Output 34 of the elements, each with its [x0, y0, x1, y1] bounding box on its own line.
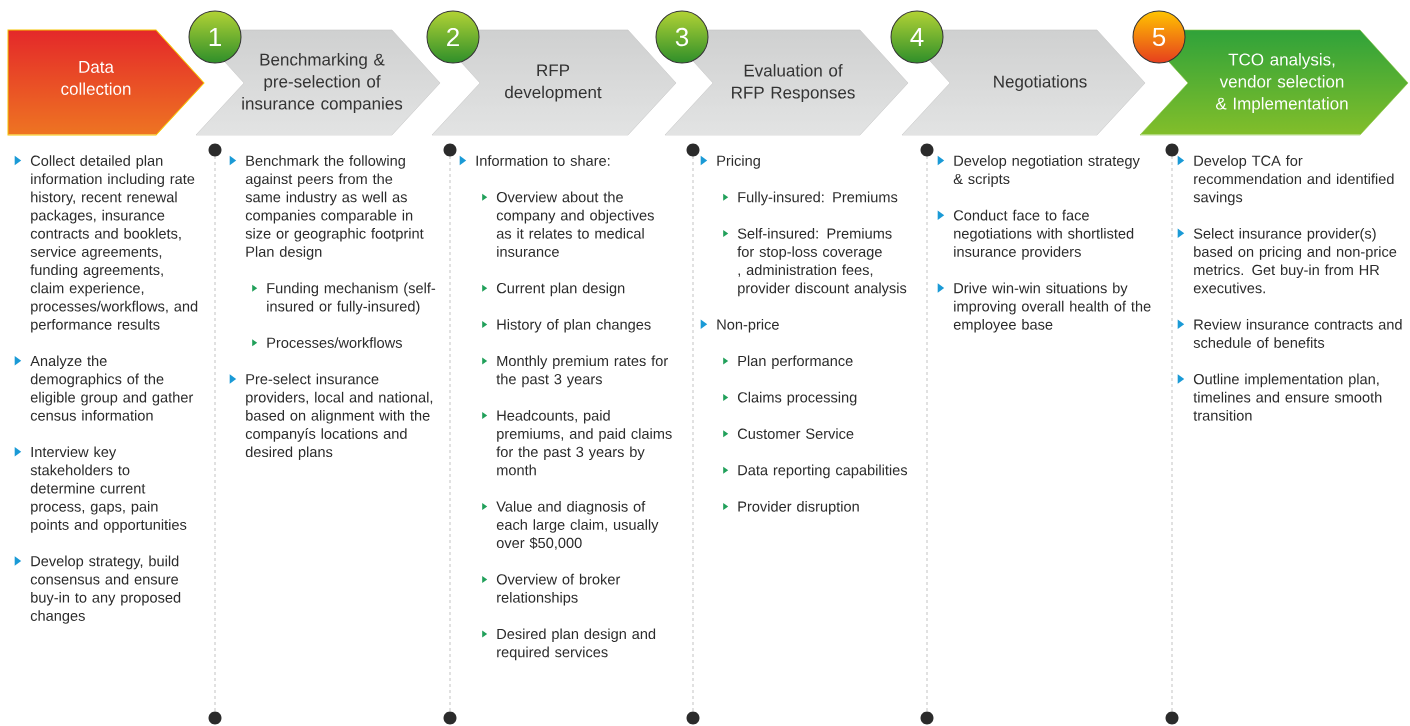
bullet-text: Non-price [717, 319, 779, 333]
bullet-text: Self-insured: Premiums for stop-loss coverage , administration fees, provider discount analysis [737, 228, 907, 297]
bullet-text: History of plan changes [497, 319, 651, 333]
bullet-text: Provider disruption [738, 501, 859, 515]
bullet-text: Current plan design [496, 282, 625, 297]
bullet-text: Outline implementation plan, timelines and ensure smooth transition [1193, 373, 1382, 421]
bullet-text: Pricing [717, 155, 760, 169]
bullet-text: Develop negotiation strategy & scripts [953, 155, 1140, 187]
bullet-text: Select insurance provider(s) based on pricing and non-price metrics. Get buy-in from HR executives. [1193, 228, 1397, 294]
bullet-text: Data reporting capabilities [738, 464, 908, 479]
bullet-text: Customer Service [737, 428, 854, 439]
bullet-text: Processes/workflows [267, 337, 402, 348]
bullet-text: Analyze the demographics of the eligible group and gather census information [30, 355, 194, 421]
bullet-text: Drive win-win situations by improving overall health of the employee base [953, 282, 1151, 333]
bullet-text: Fully-insured: Premiums [738, 191, 898, 206]
bullet-text: Value and diagnosis of each large claim, usually over $50,000 [496, 501, 659, 550]
bullet-text: Plan performance [738, 355, 853, 369]
bullet-text: Benchmark the following against peers from the same industry as well as companies comparable in size or geographic footprint Plan design [245, 155, 424, 260]
bullet-text: Monthly premium rates for the past 3 years [496, 355, 668, 388]
bullet-text: Interview key stakeholders to determine current process, gaps, pain points and opportunities [30, 446, 187, 533]
bullet-text: Headcounts, paid premiums, and paid claims for the past 3 years by month [496, 410, 672, 476]
bullet-text: Collect detailed plan information including rate history, recent renewal packages, insurance contracts and booklets, service agreements, funding agreements, claim experience, processes/workflows, and performance results [30, 155, 198, 333]
bullet-text: Develop strategy, build consensus and ensure buy-in to any proposed changes [30, 555, 181, 624]
chevron: Data collection [7, 29, 205, 136]
bullet-text: Information to share: [476, 155, 610, 166]
bullet-text: Review insurance contracts and schedule of benefits [1193, 319, 1402, 348]
bullet-text: Pre-select insurance providers, local and national, based on alignment with the companyís locations and desired plans [245, 373, 433, 460]
bullet-text: Overview of broker relationships [496, 573, 621, 606]
bullet-text: Claims processing [737, 391, 857, 406]
bullet-text: Overview about the company and objectives as it relates to medical insurance [496, 191, 654, 257]
bullet-text: Develop TCA for recommendation and identified savings [1193, 155, 1394, 206]
bullet-text: Desired plan design and required services [497, 628, 656, 661]
bullet-text: Funding mechanism (self-insured or fully-insured) [267, 282, 436, 315]
bullet-text: Conduct face to face negotiations with shortlisted insurance providers [953, 209, 1134, 260]
